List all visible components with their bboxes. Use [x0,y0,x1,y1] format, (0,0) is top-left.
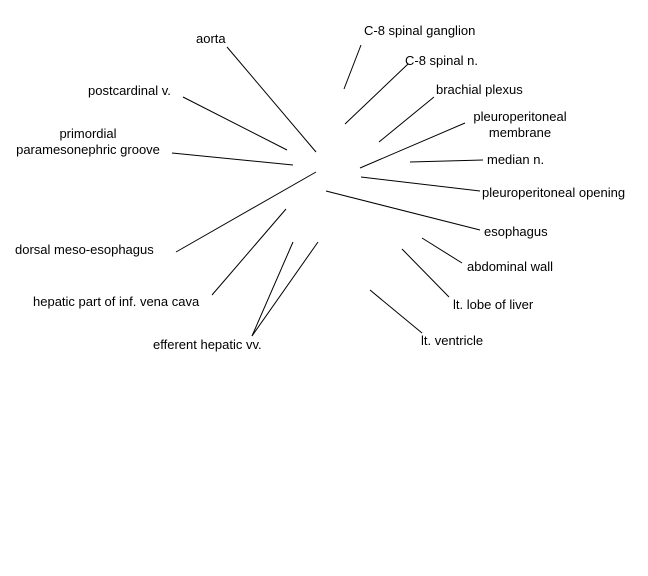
label-hepatic-part-ivc: hepatic part of inf. vena cava [33,294,200,309]
leader-line-dorsal-meso-esophagus [175,171,317,253]
label-primordial-paramesonephric-groove: primordial paramesonephric groove [10,126,166,158]
leader-line-abdominal-wall [421,237,463,264]
leader-line-efferent-hepatic-vv-1 [251,241,294,337]
label-postcardinal-v: postcardinal v. [88,83,171,98]
leader-line-primordial-paramesonephric-groove [171,152,294,166]
label-pleuroperitoneal-membrane-line-2: membrane [488,125,552,140]
label-c8-spinal-n: C-8 spinal n. [405,53,478,68]
label-pleuroperitoneal-opening: pleuroperitoneal opening [482,185,626,200]
leader-line-aorta [226,46,317,153]
label-primordial-line-2: paramesonephric groove [16,142,160,157]
leader-line-esophagus [325,190,481,231]
leader-line-hepatic-part-ivc [211,208,287,296]
label-lt-lobe-of-liver: lt. lobe of liver [453,297,534,312]
leader-line-c8-spinal-n [344,63,409,125]
label-brachial-plexus: brachial plexus [436,82,523,97]
label-pleuroperitoneal-membrane-line-1: pleuroperitoneal [473,109,567,124]
label-aorta: aorta [196,31,226,46]
label-abdominal-wall: abdominal wall [467,259,553,274]
label-dorsal-meso-esophagus: dorsal meso-esophagus [15,242,154,257]
label-primordial-line-1: primordial [59,126,117,141]
leader-line-postcardinal-v [182,96,288,151]
leader-line-efferent-hepatic-vv-2 [251,241,319,337]
label-c8-spinal-ganglion: C-8 spinal ganglion [364,23,476,38]
label-pleuroperitoneal-membrane: pleuroperitoneal membrane [460,109,580,141]
label-median-n: median n. [487,152,545,167]
label-esophagus: esophagus [484,224,548,239]
leader-line-median-n [409,159,484,163]
label-lt-ventricle: lt. ventricle [421,333,484,348]
leader-line-brachial-plexus [378,96,435,143]
leader-line-lt-lobe-of-liver [401,248,450,298]
leader-line-lt-ventricle [369,289,423,334]
leader-line-pleuroperitoneal-opening [360,176,481,192]
leader-line-pleuroperitoneal-membrane [359,122,466,169]
leader-line-c8-spinal-ganglion [343,44,362,90]
label-efferent-hepatic-vv: efferent hepatic vv. [153,337,262,352]
